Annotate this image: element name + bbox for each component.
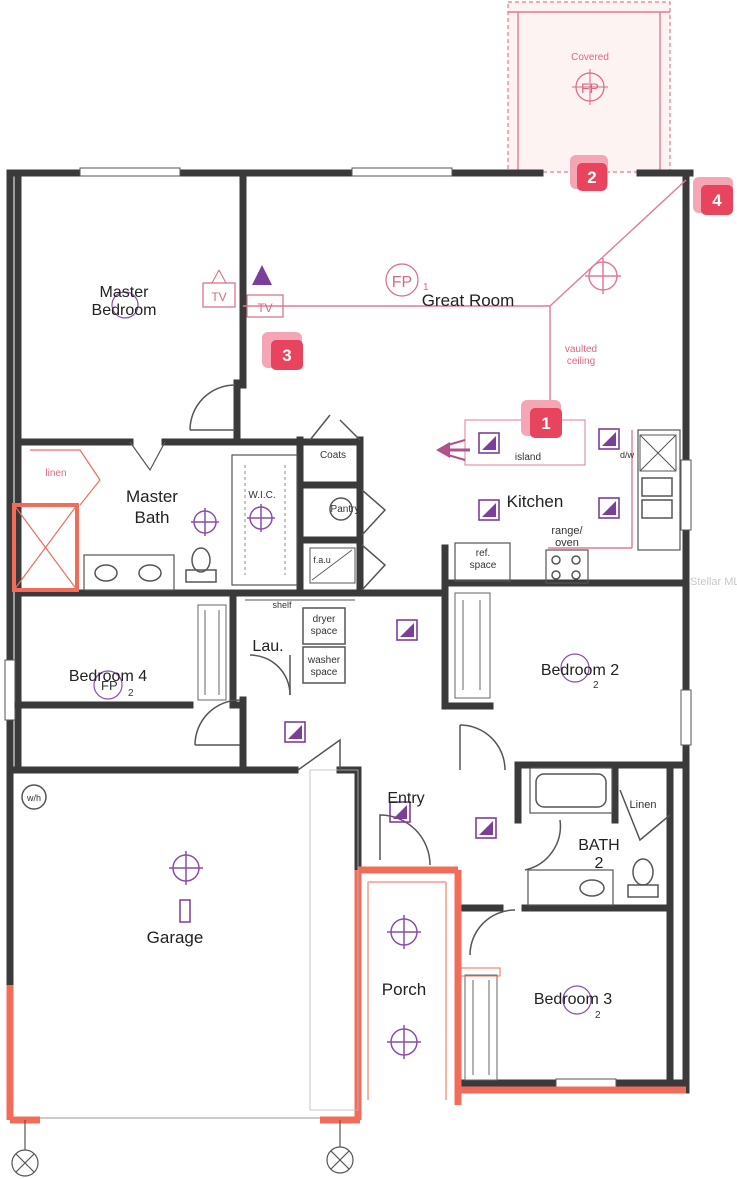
windows xyxy=(4,167,692,1088)
vaulted-ceiling-lines xyxy=(243,179,687,549)
camera-icon xyxy=(284,428,620,839)
watermark: Stellar MLS xyxy=(690,576,737,588)
ref-label-2: space xyxy=(470,560,497,571)
master-bath-label-1: Master xyxy=(126,487,178,506)
laundry-fixtures xyxy=(245,599,355,696)
bath2-label-2: 2 xyxy=(595,855,604,872)
camera-direction-icon xyxy=(252,265,470,461)
patio-fp-label: FP xyxy=(581,80,599,96)
master-linen-label: linen xyxy=(45,468,66,479)
photo-marker-1[interactable]: 1 xyxy=(521,400,562,438)
bedroom2-label: Bedroom 2 xyxy=(541,662,619,679)
covered-label: Covered xyxy=(571,52,609,63)
bath2-fixtures xyxy=(527,767,671,906)
kitchen-counters xyxy=(454,429,681,584)
tv-label-2: TV xyxy=(257,301,272,315)
great-room-fp: FP xyxy=(392,274,412,291)
door-swings xyxy=(194,699,562,956)
fireplace-icon xyxy=(572,69,608,105)
dw-label: d/w xyxy=(620,450,635,460)
photo-marker-2[interactable]: 2 xyxy=(570,155,608,191)
great-room-label: Great Room xyxy=(422,291,515,310)
porch-label: Porch xyxy=(382,980,426,999)
washer-label-2: space xyxy=(311,667,338,678)
dryer-label-1: dryer xyxy=(313,614,336,625)
vaulted-label-2: ceiling xyxy=(567,356,595,367)
coats-label: Coats xyxy=(320,450,346,461)
dryer-label-2: space xyxy=(311,626,338,637)
covered-patio: Covered FP xyxy=(507,1,671,173)
garage-door-line xyxy=(40,769,359,1119)
pantry-label: Pantry xyxy=(331,504,360,515)
shelf-label: shelf xyxy=(272,600,292,610)
marker-4-label: 4 xyxy=(712,191,722,210)
water-heater: w/h xyxy=(21,784,47,810)
master-bath-fixtures xyxy=(12,441,298,592)
garage-label: Garage xyxy=(147,928,204,947)
vaulted-label-1: vaulted xyxy=(565,344,597,355)
laundry-label: Lau. xyxy=(252,638,283,655)
island-label: island xyxy=(515,452,541,463)
master-door-swing xyxy=(189,384,236,431)
tv-icon: TV TV xyxy=(202,269,284,318)
bath-linen-label: Linen xyxy=(630,799,657,811)
bath2-label-1: BATH xyxy=(578,837,619,854)
closets xyxy=(309,414,387,591)
photo-marker-3[interactable]: 3 xyxy=(262,332,303,370)
fixture-labels: vaulted ceiling island d/w range/ oven r… xyxy=(45,344,656,811)
master-bath-label-2: Bath xyxy=(135,508,170,527)
bed3-sub: 2 xyxy=(595,1010,601,1021)
marker-3-label: 3 xyxy=(282,346,291,365)
bed2-sub: 2 xyxy=(593,680,599,691)
entry-label: Entry xyxy=(387,790,424,807)
fireplace-icon: FP 1 FP 2 2 2 xyxy=(93,263,601,1021)
bedroom3-label: Bedroom 3 xyxy=(534,991,612,1008)
marker-2-label: 2 xyxy=(587,168,596,187)
photo-marker-4[interactable]: 4 xyxy=(693,177,733,215)
range-label-2: oven xyxy=(555,537,579,549)
tv-label-1: TV xyxy=(211,290,226,304)
bedroom4-label: Bedroom 4 xyxy=(69,668,147,685)
kitchen-label: Kitchen xyxy=(507,492,564,511)
wic-label: W.I.C. xyxy=(248,490,275,501)
master-bedroom-label-1: Master xyxy=(100,284,150,301)
marker-1-label: 1 xyxy=(541,414,550,433)
wh-label: w/h xyxy=(26,793,41,803)
exterior-light-icon xyxy=(11,1120,354,1177)
great-room-fp-sub: 1 xyxy=(423,282,429,293)
room-labels: Master Bedroom Great Room Kitchen Master… xyxy=(69,284,620,1008)
ceiling-light-icon xyxy=(169,258,621,1059)
master-bedroom-label-2: Bedroom xyxy=(92,302,157,319)
washer-label-1: washer xyxy=(307,655,341,666)
ref-label-1: ref. xyxy=(476,548,490,559)
range-label-1: range/ xyxy=(551,525,583,537)
bed4-fp: FP xyxy=(101,678,118,693)
bed4-sub: 2 xyxy=(128,688,134,699)
closet-sliders xyxy=(197,592,501,1081)
fau-label: f.a.u xyxy=(313,555,331,565)
